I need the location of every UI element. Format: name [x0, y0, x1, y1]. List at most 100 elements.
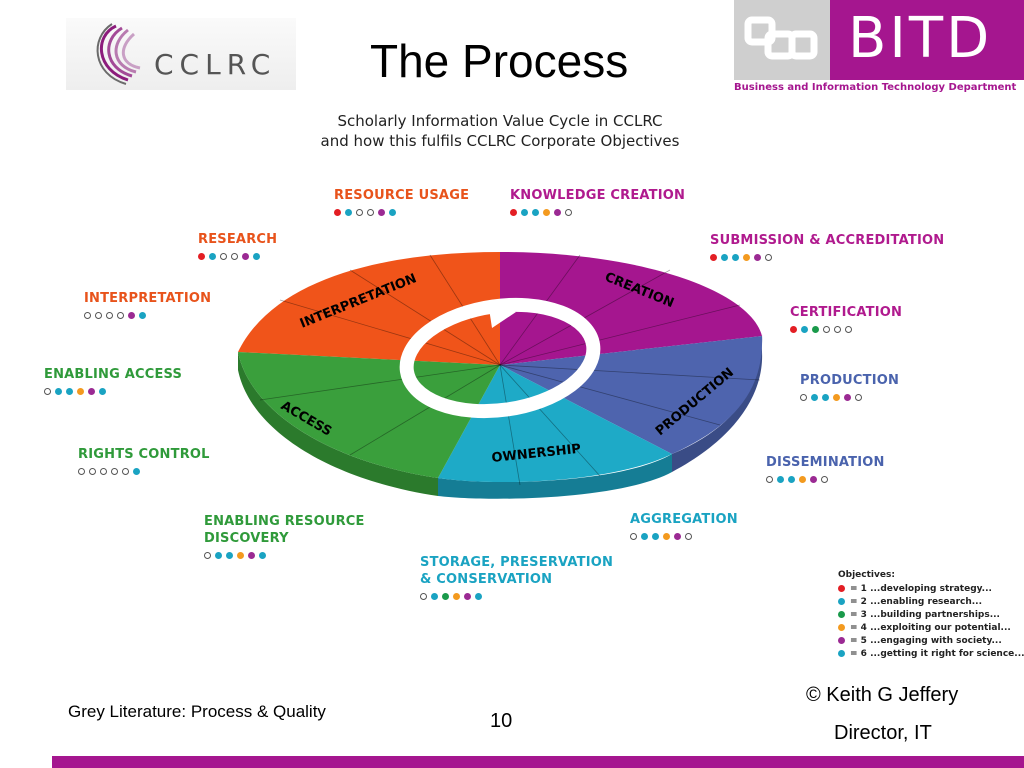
objective-dot — [801, 326, 808, 333]
legend-dot — [838, 598, 845, 605]
objective-dot — [389, 209, 396, 216]
bitd-logo-text: BITD — [848, 6, 993, 71]
objective-dot — [845, 326, 852, 333]
dots-aggregation — [630, 533, 692, 540]
objective-dot — [334, 209, 341, 216]
objective-dot — [822, 394, 829, 401]
legend-item: = 5 ...engaging with society... — [838, 634, 1024, 647]
wheel-segment-creation — [500, 252, 762, 365]
page-number: 10 — [490, 710, 513, 732]
objective-dot — [812, 326, 819, 333]
cclrc-swirl-icon — [96, 23, 141, 85]
legend-title: Objectives: — [838, 570, 895, 580]
objective-dot — [833, 394, 840, 401]
legend-dot — [838, 624, 845, 631]
objective-dot — [117, 312, 124, 319]
legend-item: = 3 ...building partnerships... — [838, 608, 1024, 621]
objective-dot — [88, 388, 95, 395]
label-dissemination: DISSEMINATION — [766, 455, 885, 470]
label-enabling-resource-discovery: DISCOVERY — [204, 531, 289, 546]
objective-dot — [799, 476, 806, 483]
dots-storage-preservation — [420, 593, 482, 600]
objective-dot — [84, 312, 91, 319]
objective-dot — [800, 394, 807, 401]
objective-dot — [431, 593, 438, 600]
legend-dot — [838, 650, 845, 657]
label-research: RESEARCH — [198, 232, 278, 247]
dots-certification — [790, 326, 852, 333]
dots-interpretation — [84, 312, 146, 319]
objective-dot — [128, 312, 135, 319]
objective-dot — [532, 209, 539, 216]
diagram-title-line2: and how this fulfils CCLRC Corporate Obj… — [320, 132, 680, 150]
footer-left-text: Grey Literature: Process & Quality — [68, 702, 326, 721]
footer-author: © Keith G Jeffery — [806, 684, 959, 706]
wheel-segment-production — [500, 336, 763, 454]
objective-dot — [844, 394, 851, 401]
footer-role: Director, IT — [834, 722, 932, 744]
objective-dot — [554, 209, 561, 216]
linked-squares-icon — [744, 16, 818, 60]
label-enabling-resource: ENABLING RESOURCE — [204, 514, 365, 529]
objective-dot — [475, 593, 482, 600]
legend-text: = 6 ...getting it right for science... — [850, 648, 1024, 659]
label-rights-control: RIGHTS CONTROL — [78, 447, 210, 462]
objective-dot — [710, 254, 717, 261]
objective-dot — [231, 253, 238, 260]
diagram-title-line1: Scholarly Information Value Cycle in CCL… — [337, 112, 663, 130]
objective-dot — [133, 468, 140, 475]
objective-dot — [100, 468, 107, 475]
objective-dot — [823, 326, 830, 333]
objective-dot — [765, 254, 772, 261]
legend-item: = 1 ...developing strategy... — [838, 582, 1024, 595]
objective-dot — [345, 209, 352, 216]
footer-bar — [52, 756, 1024, 768]
objective-dot — [510, 209, 517, 216]
objective-dot — [442, 593, 449, 600]
dots-enabling-access — [44, 388, 106, 395]
legend-text: = 4 ...exploiting our potential... — [850, 622, 1011, 633]
bitd-logo-subtitle: Business and Information Technology Depa… — [734, 82, 1017, 93]
objective-dot — [821, 476, 828, 483]
objective-dot — [99, 388, 106, 395]
legend-text: = 2 ...enabling research... — [850, 596, 983, 607]
label-knowledge-creation: KNOWLEDGE CREATION — [510, 188, 686, 203]
label-storage-preservation: STORAGE, PRESERVATION — [420, 555, 614, 570]
dots-knowledge-creation — [510, 209, 572, 216]
objective-dot — [453, 593, 460, 600]
objective-dot — [743, 254, 750, 261]
objective-dot — [248, 552, 255, 559]
objective-dot — [521, 209, 528, 216]
legend-dot — [838, 637, 845, 644]
legend-dot — [838, 611, 845, 618]
objective-dot — [198, 253, 205, 260]
legend-text: = 1 ...developing strategy... — [850, 583, 992, 594]
bitd-logo-icon-box — [734, 0, 830, 80]
dots-dissemination — [766, 476, 828, 483]
objective-dot — [367, 209, 374, 216]
objective-dot — [204, 552, 211, 559]
label-storage-conservation: & CONSERVATION — [420, 572, 553, 587]
objective-dot — [95, 312, 102, 319]
objective-dot — [66, 388, 73, 395]
objective-dot — [78, 468, 85, 475]
objective-dot — [89, 468, 96, 475]
objective-dot — [209, 253, 216, 260]
objective-dot — [685, 533, 692, 540]
cclrc-logo: CCLRC — [66, 18, 296, 90]
label-enabling-access: ENABLING ACCESS — [44, 367, 183, 382]
dots-submission-accreditation — [710, 254, 772, 261]
legend-dot — [838, 585, 845, 592]
objective-dot — [810, 476, 817, 483]
objective-dot — [226, 552, 233, 559]
legend-text: = 3 ...building partnerships... — [850, 609, 1000, 620]
wheel-segment-ownership — [438, 365, 672, 483]
dots-resource-usage — [334, 209, 396, 216]
objective-dot — [674, 533, 681, 540]
wheel-segment-interpretation — [238, 252, 500, 365]
legend-item: = 2 ...enabling research... — [838, 595, 1024, 608]
wheel-side-production — [672, 334, 763, 472]
objective-dot — [834, 326, 841, 333]
wheel-segment-access — [238, 352, 500, 478]
objective-dot — [790, 326, 797, 333]
